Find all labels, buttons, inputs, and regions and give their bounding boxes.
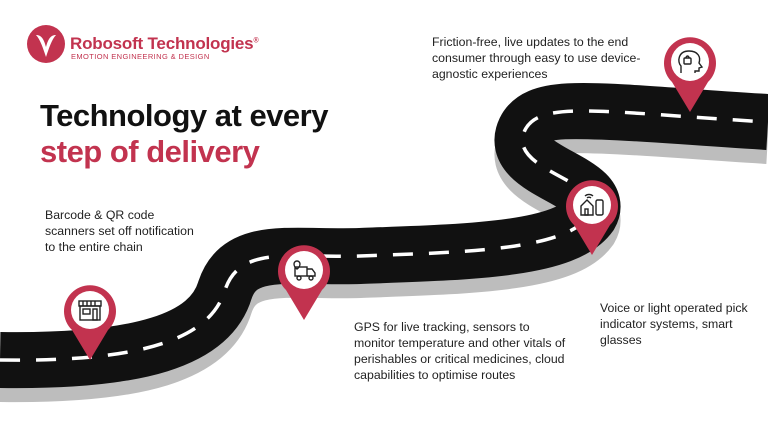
pin-2 — [278, 245, 330, 320]
storefront-icon — [78, 300, 102, 321]
step-2-caption: GPS for live tracking, sensors to monito… — [354, 320, 566, 382]
page-title-line-2: step of delivery — [40, 134, 260, 169]
brand-name: Robosoft Technologies® — [70, 34, 259, 53]
page-title-line-1: Technology at every — [40, 98, 328, 133]
step-3-caption: Voice or light operated pick indicator s… — [600, 301, 748, 347]
consumer-head-icon — [678, 50, 704, 73]
step-1-caption: Barcode & QR code scanners set off notif… — [45, 208, 194, 254]
pin-4 — [664, 37, 716, 112]
brand-tagline: EMOTION ENGINEERING & DESIGN — [71, 52, 210, 61]
lane-markings — [0, 109, 768, 362]
pin-3 — [566, 180, 618, 255]
smart-home-phone-icon — [580, 193, 604, 216]
pin-1 — [64, 285, 116, 360]
robosoft-logo-icon — [27, 25, 65, 63]
step-4-caption: Friction-free, live updates to the end c… — [432, 35, 641, 81]
delivery-truck-icon — [293, 260, 316, 281]
